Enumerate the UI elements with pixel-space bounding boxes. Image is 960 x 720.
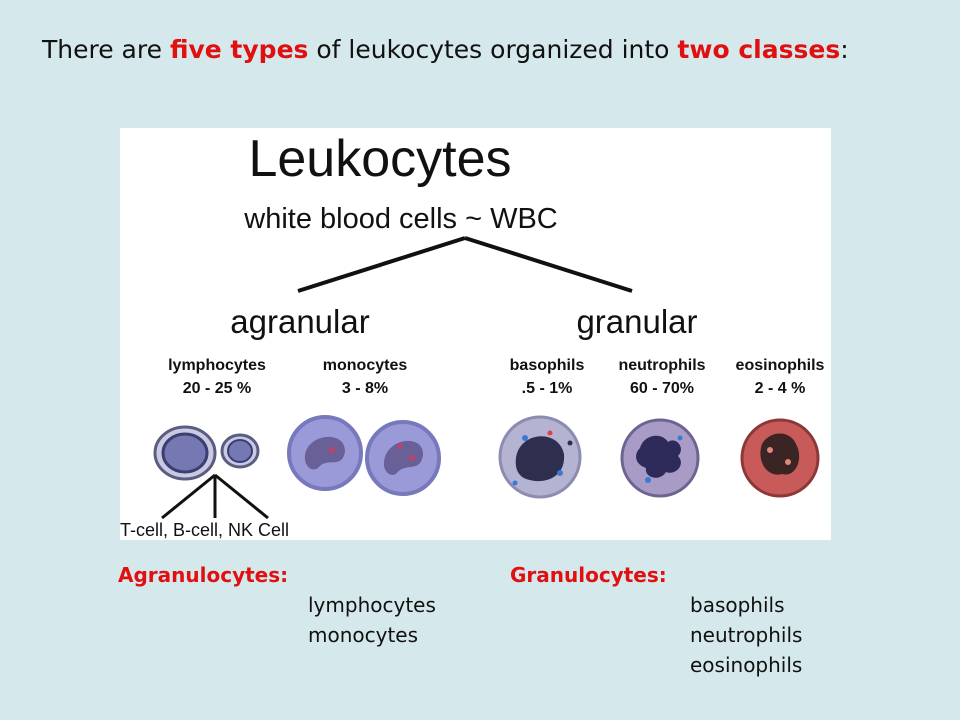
monocyte-cell-1 [287,415,363,491]
cell-percent-monocytes: 3 - 8% [342,380,388,397]
granulocytes-heading: Granulocytes: [510,563,667,587]
intro-part-1: There are [42,35,170,64]
lymph-subtype-line-1 [161,473,216,520]
granulocytes-item-neutrophils: neutrophils [690,623,803,647]
neutrophil-cell [620,418,700,498]
intro-text: There are five types of leukocytes organ… [42,30,922,69]
cell-percent-neutrophils: 60 - 70% [630,380,694,397]
lymphocyte-large-cell [153,425,217,481]
granulocytes-item-eosinophils: eosinophils [690,653,803,677]
cell-name-lymphocytes: lymphocytes [168,357,266,374]
class-label-granular: granular [576,303,697,340]
cell-name-monocytes: monocytes [323,357,408,374]
figure-title: Leukocytes [248,130,511,188]
agranulocytes-heading: Agranulocytes: [118,563,289,587]
intro-highlight-two-classes: two classes [677,35,841,64]
eosinophil-cell [740,418,820,498]
agranulocytes-item-monocytes: monocytes [308,623,419,647]
branch-line-granular [464,236,633,293]
cell-percent-basophils: .5 - 1% [522,380,573,397]
granulocytes-list: Granulocytes: basophils neutrophils eosi… [510,560,802,680]
cell-name-eosinophils: eosinophils [736,357,825,374]
monocyte-cell-2 [365,420,441,496]
intro-part-3: of leukocytes organized into [308,35,678,64]
branch-line-agranular [297,236,466,293]
intro-colon: : [840,35,849,64]
agranulocytes-list: Agranulocytes: lymphocytes monocytes [118,560,436,650]
cell-name-neutrophils: neutrophils [618,357,705,374]
figure-subtitle: white blood cells ~ WBC [243,203,558,235]
lymphocyte-small-cell [220,433,260,469]
agranulocytes-item-lymphocytes: lymphocytes [308,593,436,617]
leukocytes-diagram: Leukocytes white blood cells ~ WBC agran… [120,130,825,540]
intro-highlight-five-types: five types [169,35,309,64]
basophil-cell [498,415,582,499]
cell-percent-lymphocytes: 20 - 25 % [183,380,251,397]
cell-percent-eosinophils: 2 - 4 % [755,380,806,397]
cell-name-basophils: basophils [510,357,585,374]
granulocytes-item-basophils: basophils [690,593,785,617]
lymph-subtype-line-3 [214,473,269,520]
leukocytes-figure: Leukocytes white blood cells ~ WBC agran… [120,128,831,540]
lymph-subtypes-label: T-cell, B-cell, NK Cell [120,520,289,540]
class-label-agranular: agranular [230,303,369,340]
